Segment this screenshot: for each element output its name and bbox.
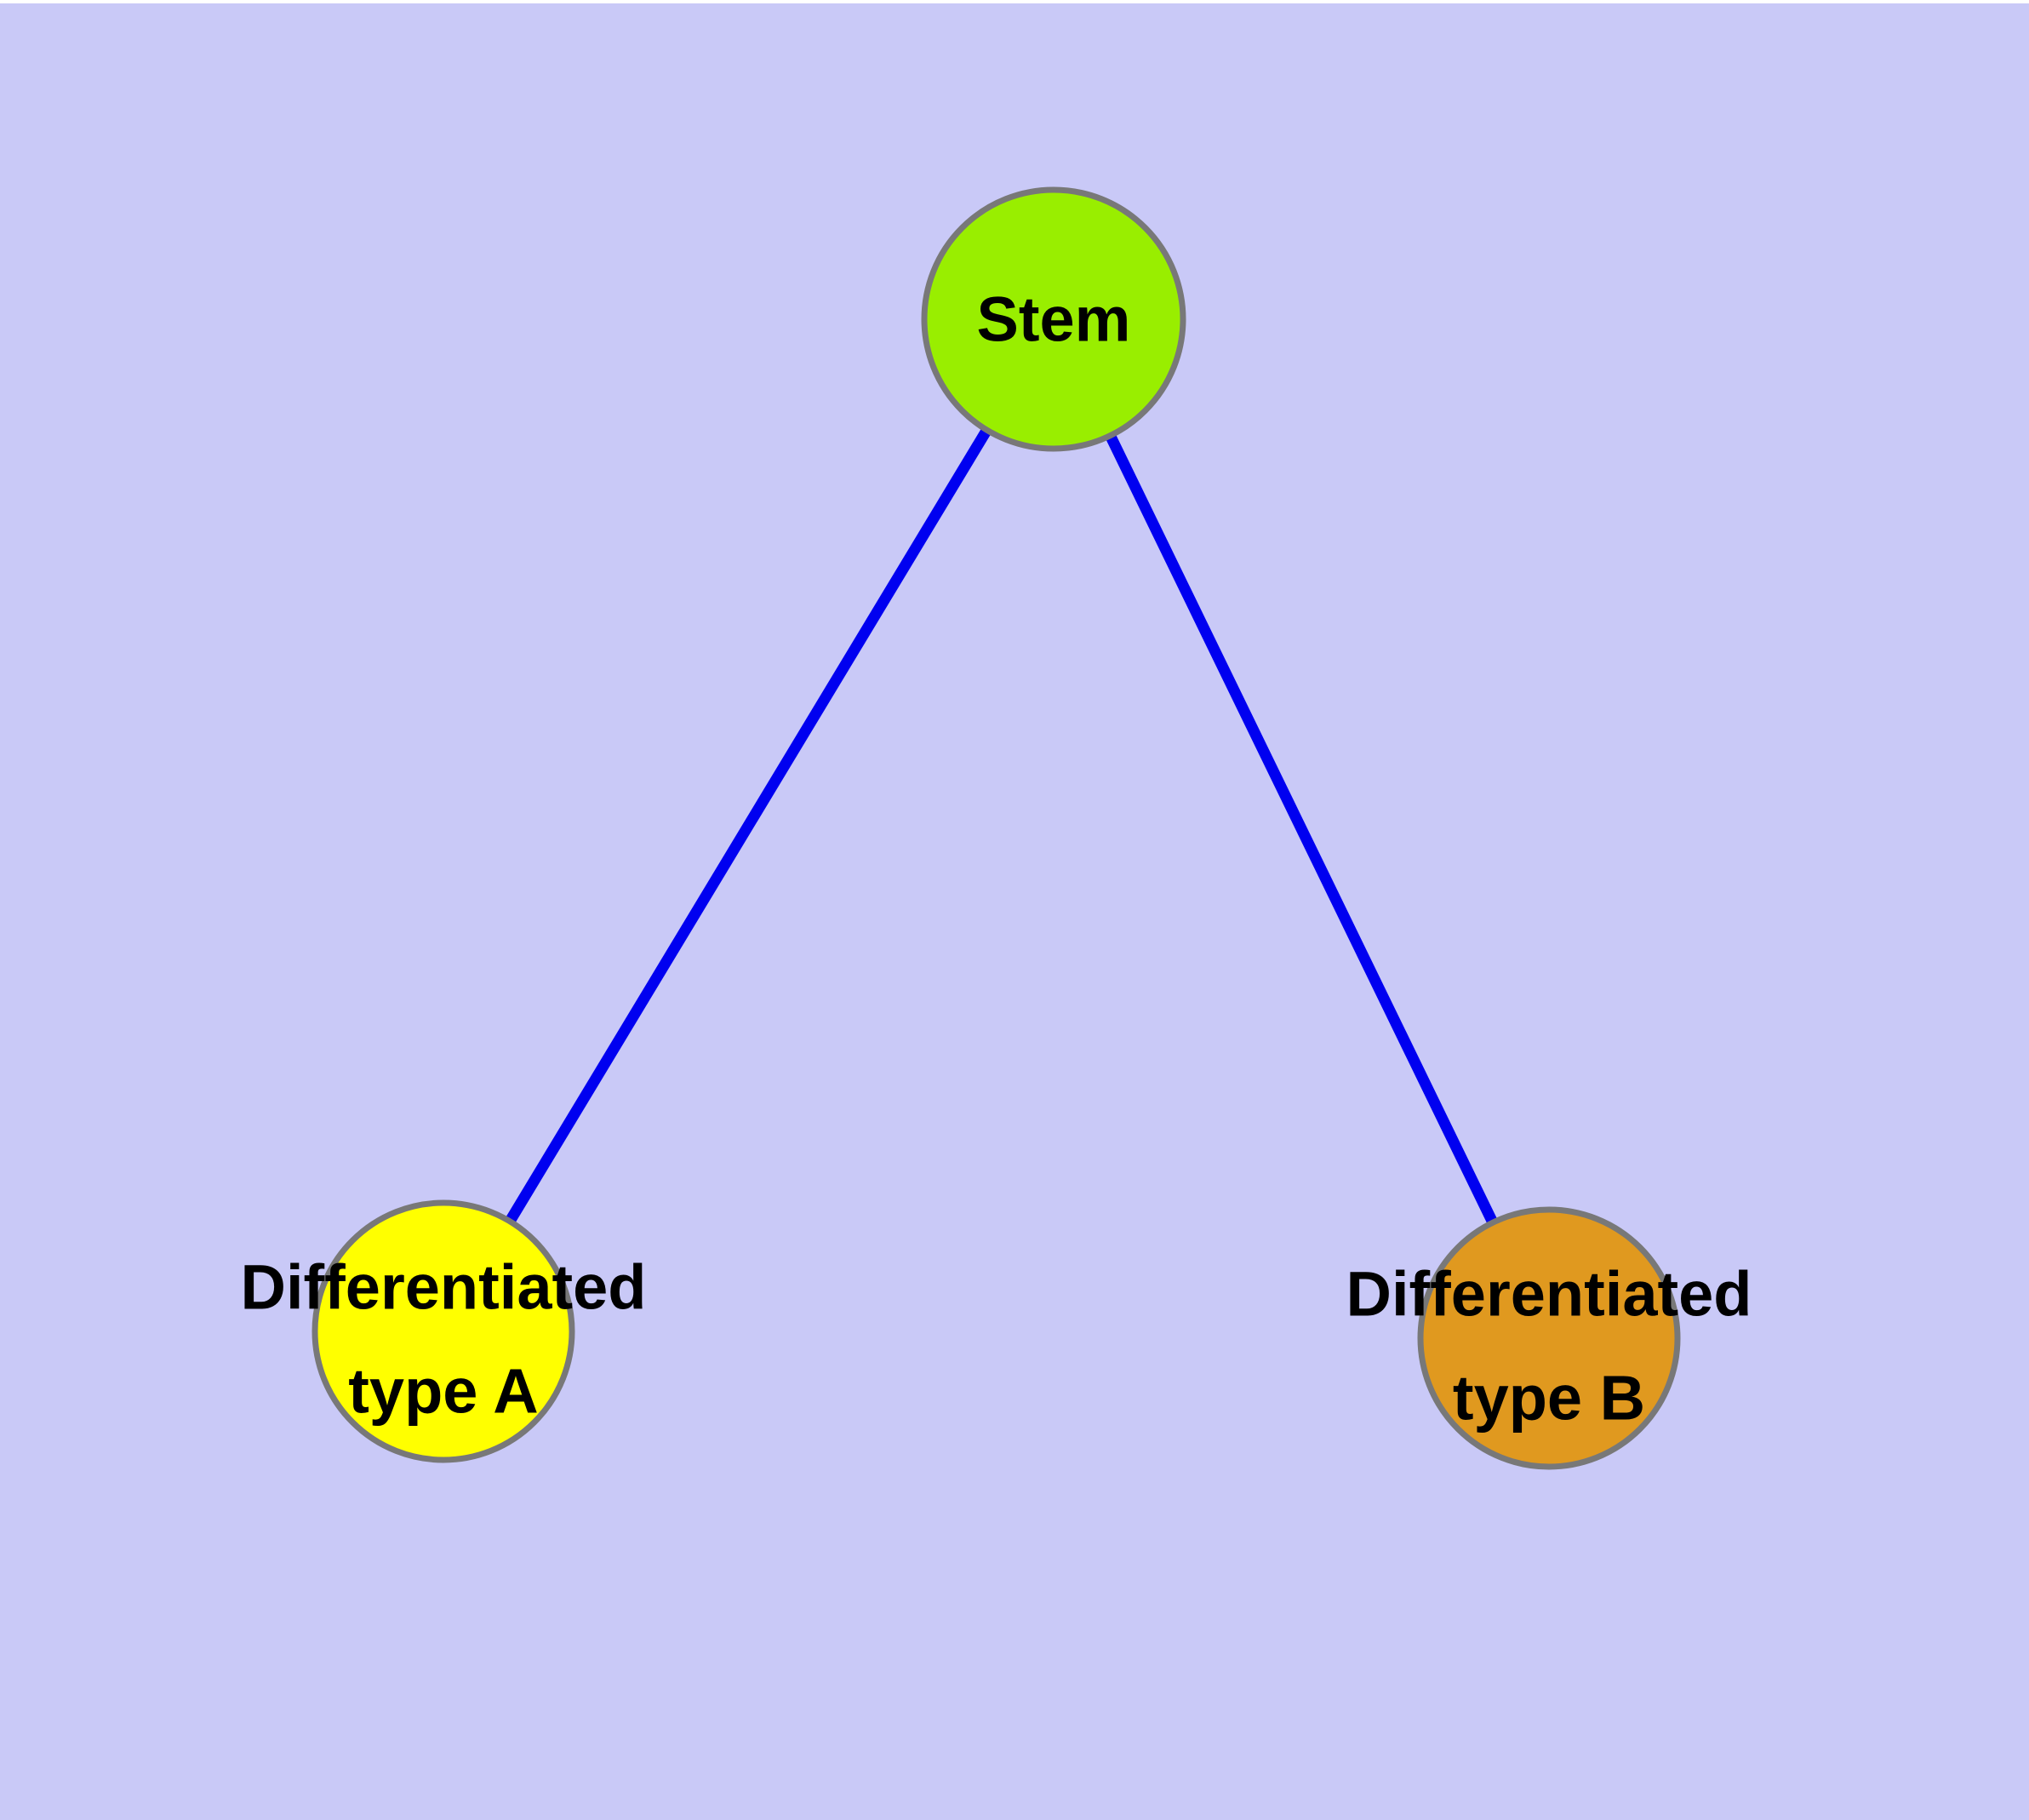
edges-layer [438, 316, 1554, 1341]
node-differentiated-type-b-circle [1417, 1206, 1681, 1470]
node-stem-label: Stem [977, 284, 1131, 355]
edge-stem-to-differentiated-type-a [438, 316, 1059, 1335]
nodes-layer [311, 186, 1681, 1470]
node-stem-circle [921, 186, 1186, 452]
edge-stem-to-differentiated-type-b [1049, 317, 1554, 1341]
node-differentiated-type-a-circle [311, 1199, 575, 1463]
